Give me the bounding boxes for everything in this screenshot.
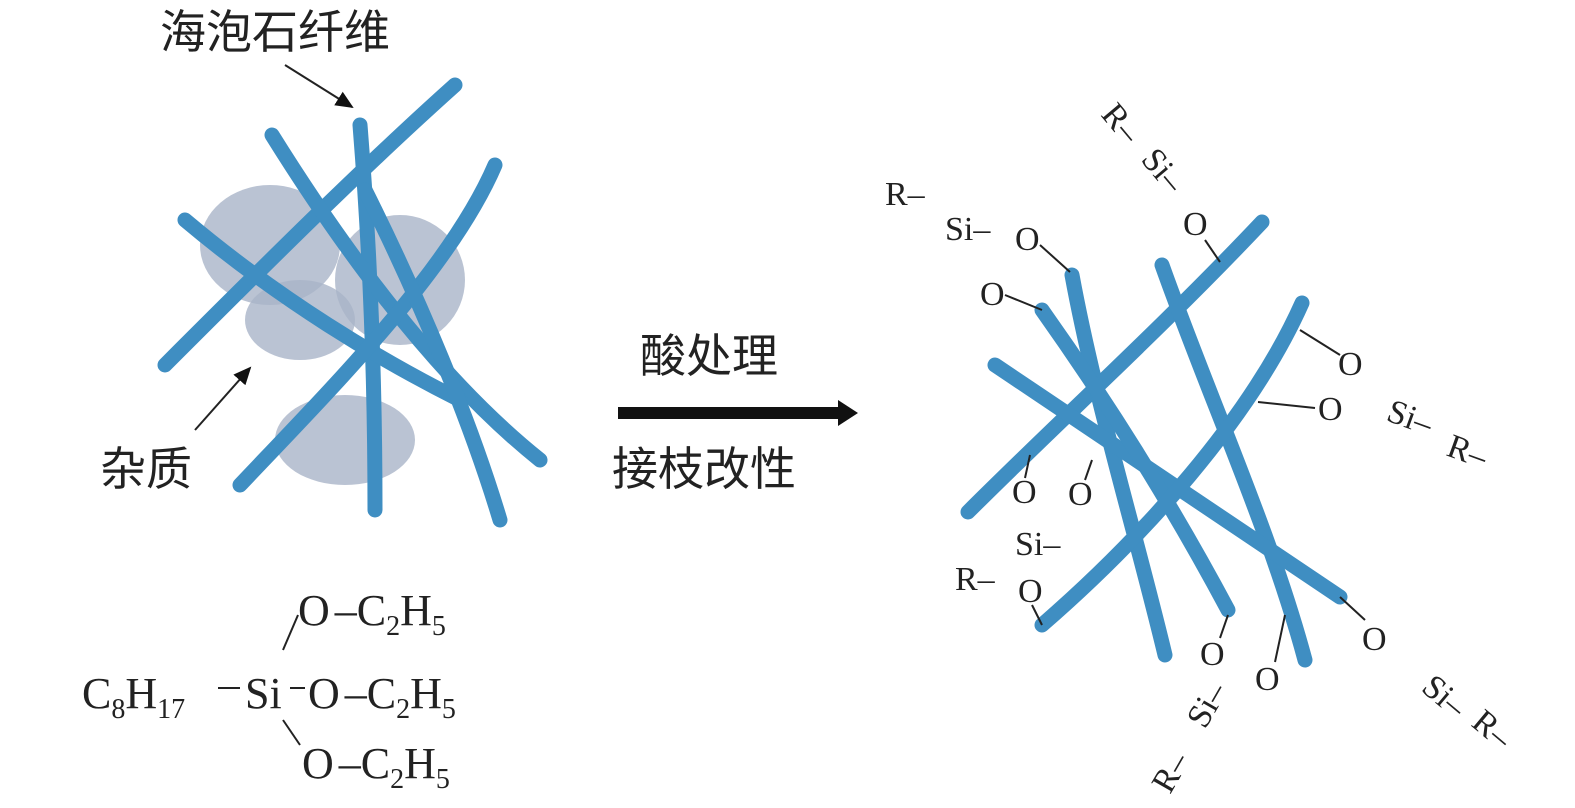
graft-modification-label: 接枝改性: [612, 442, 796, 496]
bond: [1219, 614, 1229, 639]
o-atom: O: [1338, 346, 1363, 383]
o-atom: O: [1200, 636, 1225, 673]
ethoxy-group: O–C2H5: [298, 586, 446, 642]
impurity-blob: [245, 280, 355, 360]
bond: [282, 719, 301, 746]
si-atom: Si–: [1134, 141, 1192, 200]
ethoxy-group: O–C2H5: [308, 669, 456, 725]
fiber: [960, 214, 1270, 520]
silane-formula: C8H17 Si O–C2H5 O–C2H5 O–C2H5: [82, 586, 456, 795]
ethoxy-group: O–C2H5: [302, 739, 450, 795]
o-atom: O: [980, 276, 1005, 313]
r-group: R–: [1442, 428, 1493, 477]
bond: [1204, 239, 1221, 263]
impurity-blob: [275, 395, 415, 485]
r-group: R–: [1465, 703, 1520, 757]
fiber: [352, 117, 383, 518]
bond: [1274, 614, 1286, 663]
r-group: R–: [885, 176, 926, 213]
process-arrow-shaft: [618, 407, 840, 419]
bond: [1339, 596, 1366, 621]
si-atom: Si–: [1382, 393, 1438, 444]
o-atom: O: [1362, 621, 1387, 658]
impurity-pointer-arrow: [194, 366, 252, 431]
o-atom: O: [1183, 206, 1208, 243]
fiber: [1034, 295, 1310, 633]
fiber: [1154, 257, 1313, 668]
o-atom: O: [1015, 221, 1040, 258]
o-atom: O: [1068, 476, 1093, 513]
acid-treatment-label: 酸处理: [640, 329, 778, 383]
process-arrow-head: [838, 400, 858, 426]
raw-fibers: [157, 77, 548, 528]
grafted-silane-groups: R– Si– O R– Si– O O O O Si– R– O O Si– R…: [885, 96, 1520, 799]
impurity-label: 杂质: [100, 442, 192, 496]
bond: [1004, 294, 1043, 311]
fiber-label: 海泡石纤维: [160, 5, 390, 59]
impurity-blob: [200, 185, 340, 305]
bond: [1031, 604, 1043, 626]
si-atom: Si–: [1015, 526, 1061, 563]
bond: [1257, 401, 1316, 409]
fiber: [157, 77, 463, 373]
o-atom: O: [1318, 391, 1343, 428]
si-atom: Si–: [1180, 675, 1235, 734]
fiber: [1064, 267, 1173, 663]
fiber: [357, 182, 508, 528]
o-atom: O: [1018, 573, 1043, 610]
fiber: [1034, 302, 1236, 618]
si-atom: Si–: [945, 211, 991, 248]
bond: [282, 614, 299, 651]
si-atom: Si–: [1415, 668, 1474, 726]
fiber-pointer-arrow: [284, 64, 354, 109]
r-group: R–: [1094, 96, 1148, 151]
bond: [1024, 454, 1031, 479]
r-group: R–: [1145, 745, 1197, 799]
bond: [1299, 329, 1341, 356]
silicon-atom: Si: [245, 669, 282, 718]
fiber: [232, 157, 503, 493]
modified-fibers: [960, 214, 1348, 668]
octyl-group: C8H17: [82, 669, 185, 725]
r-group: R–: [955, 561, 996, 598]
bond: [1039, 244, 1071, 273]
fiber: [177, 212, 468, 408]
o-atom: O: [1255, 661, 1280, 698]
bond: [1084, 459, 1093, 481]
o-atom: O: [1012, 474, 1037, 511]
